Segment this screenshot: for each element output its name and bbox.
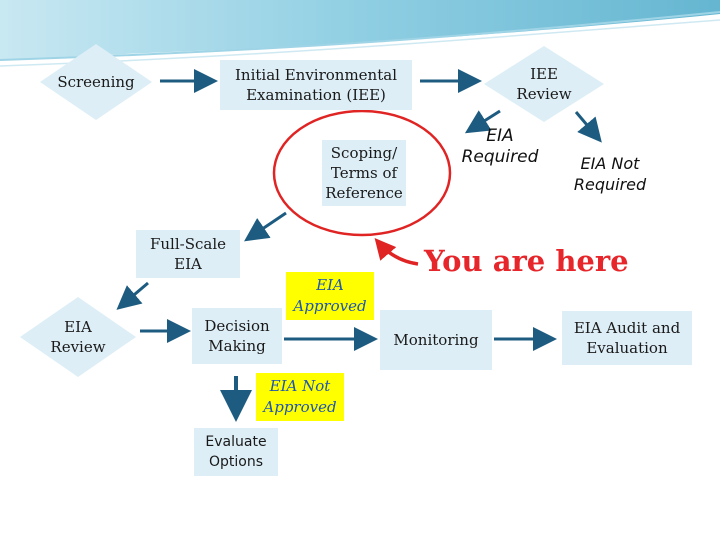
eia-audit-box: EIA Audit and Evaluation — [562, 311, 692, 365]
iee-review-diamond: IEE Review — [484, 46, 604, 122]
iee-review-label: IEE Review — [516, 65, 572, 103]
monitoring-box: Monitoring — [380, 310, 492, 370]
scoping-box: Scoping/ Terms of Reference — [322, 140, 406, 206]
eia-not-approved-box: EIA Not Approved — [256, 373, 344, 421]
decision-making-box: Decision Making — [192, 308, 282, 364]
arrow-full-scale-eia-to-eia-review — [116, 281, 149, 310]
eia-review-label: EIA Review — [50, 318, 106, 356]
you-are-here-arrow — [374, 238, 419, 266]
highlight-ring — [272, 109, 452, 237]
eia-review-diamond: EIA Review — [20, 297, 136, 377]
arrow-scoping-to-full-scale-eia — [244, 211, 287, 242]
full-scale-eia-box: Full-Scale EIA — [136, 230, 240, 278]
eia-approved-box: EIA Approved — [286, 272, 374, 320]
screening-diamond: Screening — [40, 44, 152, 120]
arrow-iee-review-to-eia-required — [464, 109, 501, 134]
eia-not-required-label: EIA Not Required — [573, 154, 647, 194]
eia-required-label: EIA Required — [461, 126, 539, 167]
evaluate-options-box: Evaluate Options — [194, 428, 278, 476]
screening-label: Screening — [57, 73, 135, 91]
arrow-iee-review-to-eia-not-required — [574, 111, 602, 143]
you-are-here-label: You are here — [424, 244, 629, 278]
iee-box: Initial Environmental Examination (IEE) — [220, 60, 412, 110]
